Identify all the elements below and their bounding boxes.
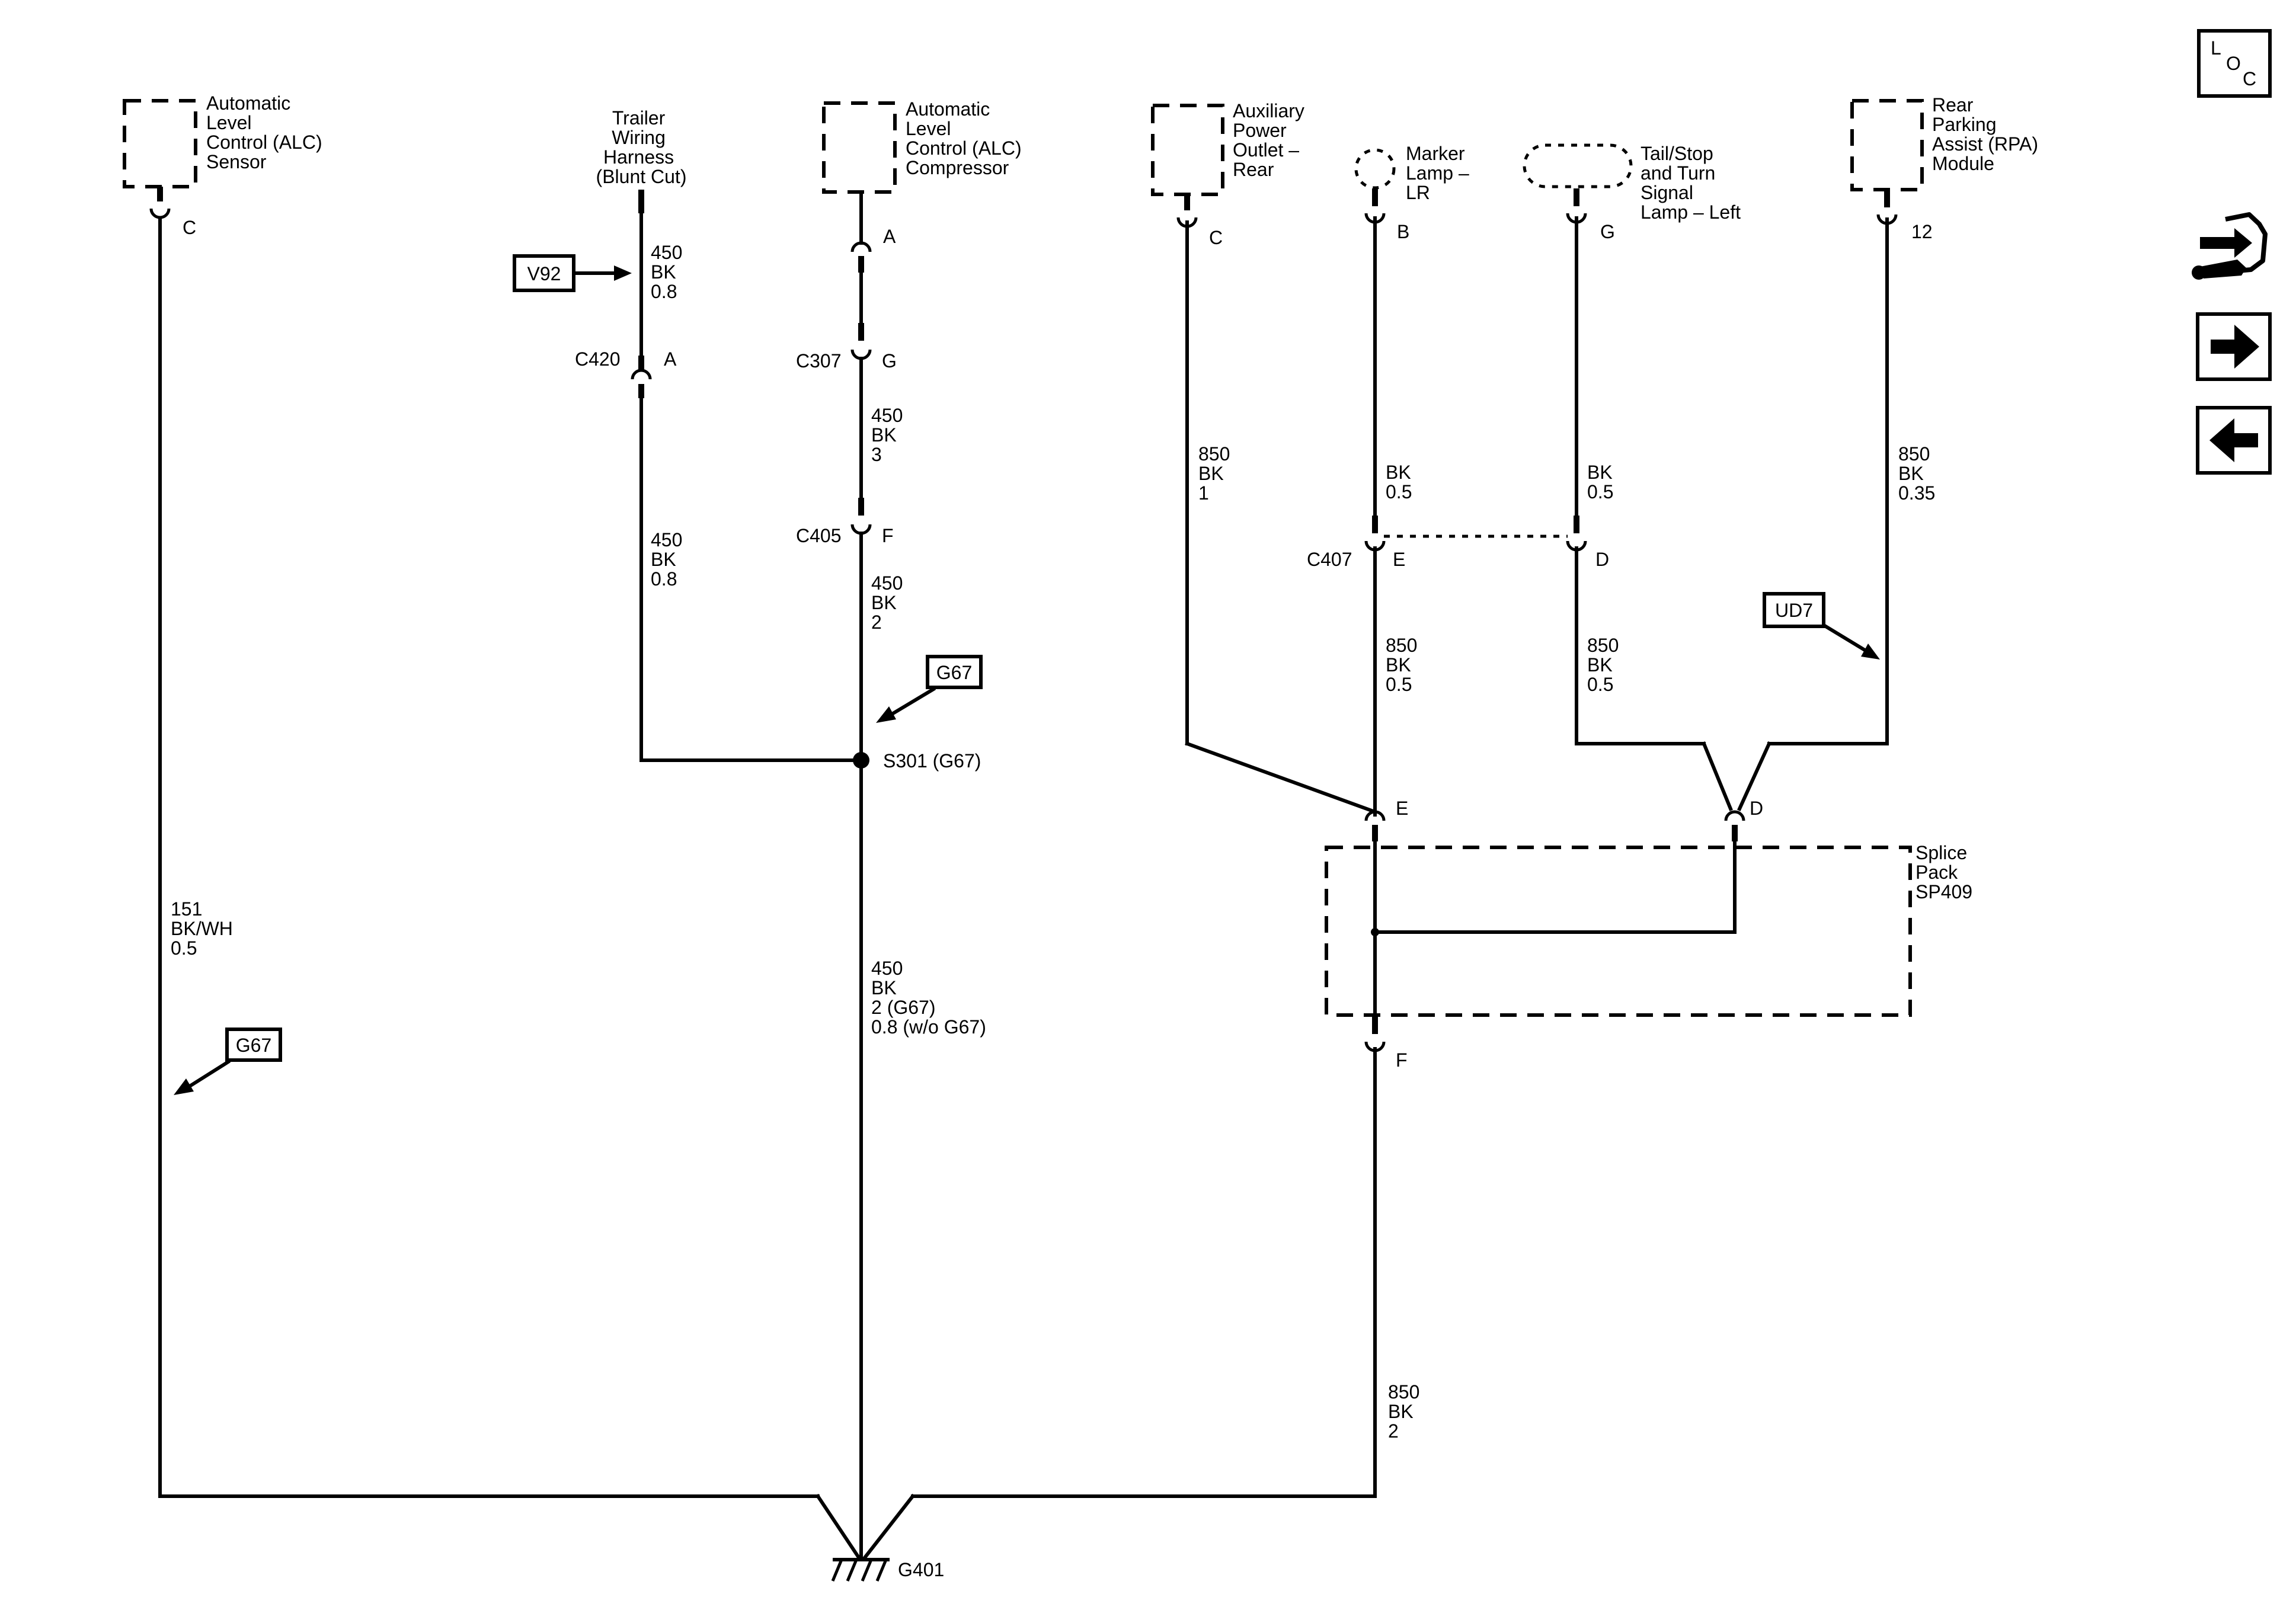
wire-tail-lamp[interactable]: BK 0.5 850 BK 0.5 D bbox=[1566, 216, 1733, 811]
tail-lamp-component[interactable]: Tail/Stop and Turn Signal Lamp – Left G bbox=[1523, 143, 1741, 242]
splice-pack-sp409[interactable]: E D F Splice Pack SP409 bbox=[1325, 798, 1972, 1071]
wrench-hand-icon[interactable] bbox=[2192, 212, 2268, 280]
ground-g401[interactable]: G401 bbox=[831, 1558, 944, 1582]
ground-g401-label: G401 bbox=[898, 1559, 944, 1580]
c420-pin: A bbox=[664, 348, 677, 370]
c405-pin: F bbox=[882, 525, 894, 546]
loc-button[interactable]: L O C bbox=[2197, 29, 2272, 98]
splice-pack-label: Splice Pack SP409 bbox=[1916, 842, 1972, 902]
rpa-module-component[interactable]: Rear Parking Assist (RPA) Module 12 bbox=[1850, 94, 2044, 242]
wire-trailer-bottom-label: 450 BK 0.8 bbox=[651, 529, 687, 590]
tail-lamp-pin: G bbox=[1600, 221, 1615, 242]
wire-tail-top-label: BK 0.5 bbox=[1587, 462, 1618, 502]
aux-power-outlet-component[interactable]: Auxiliary Power Outlet – Rear C bbox=[1151, 100, 1310, 248]
alc-sensor-label: Automatic Level Control (ALC) Sensor bbox=[206, 92, 328, 172]
alc-sensor-component[interactable]: Automatic Level Control (ALC) Sensor C bbox=[123, 92, 328, 238]
aux-power-outlet-label: Auxiliary Power Outlet – Rear bbox=[1233, 100, 1310, 180]
c307-pin: G bbox=[882, 350, 897, 372]
option-flag-ud7[interactable]: UD7 bbox=[1763, 592, 1880, 660]
wire-s301-ground-label: 450 BK 2 (G67) 0.8 (w/o G67) bbox=[871, 958, 986, 1038]
alc-compressor-label: Automatic Level Control (ALC) Compressor bbox=[906, 98, 1027, 178]
wire-marker-top-label: BK 0.5 bbox=[1386, 462, 1416, 502]
trailer-harness-label: Trailer Wiring Harness (Blunt Cut) bbox=[596, 107, 687, 187]
rpa-module-label: Rear Parking Assist (RPA) Module bbox=[1932, 94, 2044, 174]
wire-c405-s301-label: 450 BK 2 bbox=[871, 572, 908, 633]
svg-text:G67: G67 bbox=[936, 662, 972, 683]
wire-trailer[interactable]: 450 BK 0.8 450 BK 0.8 C420 A bbox=[575, 212, 863, 762]
sp409-pin-e: E bbox=[1396, 798, 1408, 819]
wire-aux-outlet-label: 850 BK 1 bbox=[1198, 443, 1235, 504]
wire-sp409-ground[interactable]: 850 BK 2 bbox=[861, 1047, 1425, 1561]
alc-sensor-pin: C bbox=[183, 217, 196, 238]
next-page-button[interactable] bbox=[2196, 312, 2272, 381]
wire-sp409-ground-label: 850 BK 2 bbox=[1388, 1381, 1425, 1442]
aux-power-outlet-pin: C bbox=[1209, 227, 1223, 248]
svg-text:L: L bbox=[2211, 37, 2221, 59]
alc-compressor-component[interactable]: Automatic Level Control (ALC) Compressor bbox=[822, 98, 1027, 194]
wire-marker-bottom-label: 850 BK 0.5 bbox=[1386, 635, 1422, 695]
sp409-pin-f: F bbox=[1396, 1049, 1408, 1071]
wire-trailer-top-label: 450 BK 0.8 bbox=[651, 242, 687, 302]
svg-text:G67: G67 bbox=[236, 1035, 271, 1056]
svg-text:V92: V92 bbox=[527, 263, 561, 284]
compressor-pin-a: A bbox=[883, 226, 896, 247]
previous-page-button[interactable] bbox=[2196, 406, 2272, 475]
wire-compressor[interactable]: A C307 G C405 F 450 BK 3 450 BK 2 S301 (… bbox=[796, 190, 986, 1560]
wire-tail-bottom-label: 850 BK 0.5 bbox=[1587, 635, 1624, 695]
trailer-harness-component[interactable]: Trailer Wiring Harness (Blunt Cut) bbox=[596, 107, 687, 213]
wire-rpa-label: 850 BK 0.35 bbox=[1898, 443, 1935, 504]
c407-label: C407 bbox=[1307, 549, 1352, 570]
splice-s301-label: S301 (G67) bbox=[883, 750, 981, 772]
c420-label: C420 bbox=[575, 348, 621, 370]
sp409-pin-d: D bbox=[1750, 798, 1763, 819]
wire-alc-sensor[interactable]: 151 BK/WH 0.5 bbox=[158, 216, 862, 1561]
c407-pin-e: E bbox=[1393, 549, 1405, 570]
c405-label: C405 bbox=[796, 525, 842, 546]
splice-s301[interactable] bbox=[853, 752, 869, 769]
arrow-left-icon bbox=[2209, 418, 2258, 462]
c407-pin-d: D bbox=[1595, 549, 1609, 570]
arrow-right-icon bbox=[2211, 325, 2259, 369]
svg-text:C: C bbox=[2243, 68, 2256, 89]
option-flag-v92[interactable]: V92 bbox=[513, 254, 632, 292]
marker-lamp-label: Marker Lamp – LR bbox=[1406, 143, 1475, 203]
svg-text:UD7: UD7 bbox=[1775, 600, 1813, 621]
c307-label: C307 bbox=[796, 350, 842, 372]
rpa-module-pin: 12 bbox=[1911, 221, 1933, 242]
svg-text:O: O bbox=[2226, 53, 2241, 74]
tail-lamp-label: Tail/Stop and Turn Signal Lamp – Left bbox=[1641, 143, 1741, 223]
option-flag-g67-lower[interactable]: G67 bbox=[174, 1028, 282, 1095]
wire-rpa[interactable]: 850 BK 0.35 bbox=[1737, 217, 1935, 811]
marker-lamp-pin: B bbox=[1397, 221, 1409, 242]
wire-marker-lamp[interactable]: BK 0.5 850 BK 0.5 C407 E bbox=[1307, 216, 1422, 817]
wire-c307-c405-label: 450 BK 3 bbox=[871, 405, 908, 465]
option-flag-g67-upper[interactable]: G67 bbox=[876, 655, 983, 723]
wire-alc-sensor-label: 151 BK/WH 0.5 bbox=[171, 898, 238, 959]
wire-aux-outlet[interactable]: 850 BK 1 bbox=[1185, 220, 1377, 814]
